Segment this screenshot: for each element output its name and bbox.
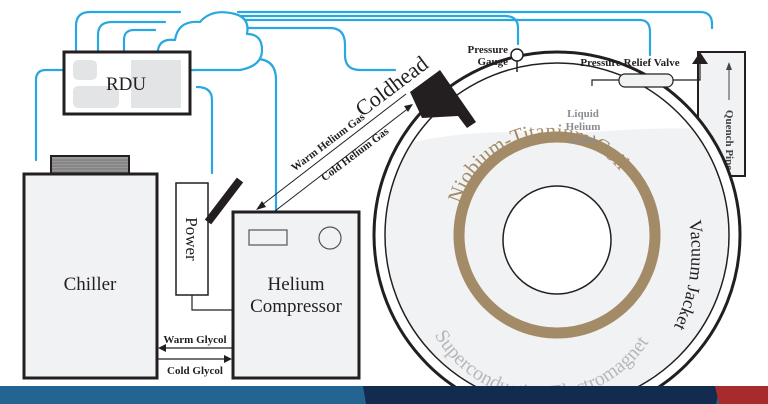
- network-line-pressure-gauge: [236, 10, 714, 30]
- network-line-2: [96, 20, 167, 54]
- helium-compressor-unit: Helium Compressor: [231, 210, 361, 380]
- compressor-label-2: Compressor: [250, 296, 343, 317]
- power-unit: Power: [175, 177, 244, 311]
- quench-pipe-label: Quench Pipe: [723, 110, 735, 170]
- pressure-gauge-label-2: Gauge: [477, 56, 508, 68]
- cold-glycol-label: Cold Glycol: [167, 365, 223, 377]
- vent-arrow-icon: [692, 52, 708, 64]
- power-label: Power: [182, 217, 201, 261]
- magnet-assembly: Quench Pipe Niobium-Titanium Coil Superc…: [372, 50, 746, 404]
- liquid-helium-label-1: Liquid: [567, 108, 599, 120]
- liquid-helium-label-2: Helium: [566, 121, 601, 133]
- compressor-dial-icon: [318, 226, 342, 250]
- network-line-chiller: [34, 68, 66, 162]
- network-line-gauge: [230, 14, 520, 46]
- liquid-helium-label-3: Level: [570, 134, 596, 146]
- warm-helium-label: Warm Helium Gas: [289, 111, 368, 174]
- niobium-titanium-coil: [453, 131, 661, 339]
- pressure-gauge-icon: [510, 48, 524, 62]
- chiller-label: Chiller: [64, 274, 117, 295]
- glycol-flows: Warm Glycol Cold Glycol: [157, 334, 232, 377]
- rdu-unit: RDU: [62, 50, 192, 116]
- pressure-gauge-label-1: Pressure: [467, 44, 508, 56]
- power-cable: [204, 177, 244, 225]
- relief-valve-icon: [618, 73, 674, 88]
- compressor-label-1: Helium: [268, 274, 325, 295]
- rdu-label: RDU: [106, 74, 146, 95]
- footer-band: [0, 386, 768, 404]
- network-line-coldhead: [226, 26, 397, 72]
- pressure-relief-valve: Pressure Relief Valve: [580, 52, 708, 88]
- network-line-3: [122, 28, 157, 54]
- chiller-unit: Chiller: [22, 155, 159, 380]
- chiller-vent-icon: [50, 155, 130, 175]
- network-line-power: [195, 85, 214, 175]
- pressure-gauge: Pressure Gauge: [467, 44, 524, 72]
- network-line-relief-valve: [230, 18, 652, 57]
- warm-glycol-label: Warm Glycol: [163, 334, 226, 346]
- network-line-top: [74, 10, 182, 54]
- relief-valve-label: Pressure Relief Valve: [580, 57, 679, 69]
- magnet-bore: [502, 185, 612, 295]
- compressor-display-icon: [248, 229, 288, 246]
